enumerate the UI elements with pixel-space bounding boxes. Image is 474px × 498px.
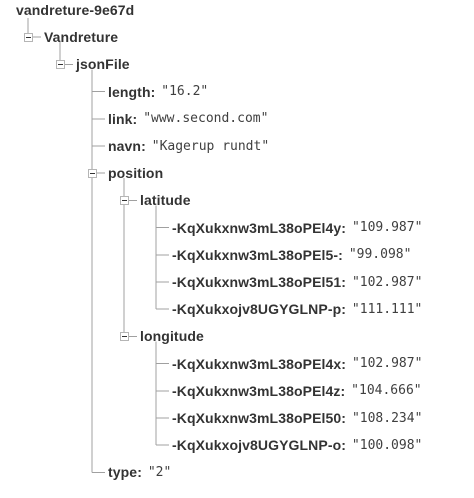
tree-node-kqxukxnw3ml38opel51[interactable]: -KqXukxnw3mL38oPEl51: "102.987" — [172, 271, 422, 293]
key-value-separator: : — [137, 464, 142, 481]
node-value: "109.987" — [351, 220, 423, 236]
key-value-separator: : — [341, 437, 346, 454]
collapse-position-minus-square-icon[interactable] — [87, 168, 97, 178]
collapse-jsonfile-minus-square-icon[interactable] — [55, 59, 65, 69]
tree-node-kqxukxnw3ml38opel4x[interactable]: -KqXukxnw3mL38oPEl4x: "102.987" — [172, 353, 422, 375]
tree-node-position[interactable]: position — [108, 162, 163, 184]
node-key: navn — [108, 138, 142, 154]
tree-node-length[interactable]: length: "16.2" — [108, 81, 208, 103]
node-key: -KqXukxnw3mL38oPEl4y — [172, 219, 342, 236]
root-name: vandreture-9e67d — [16, 2, 135, 18]
collapse-vandreture-minus-square-icon[interactable] — [23, 32, 33, 42]
tree-node-link[interactable]: link: "www.second.com" — [108, 108, 268, 130]
collapse-longitude-minus-square-icon[interactable] — [119, 331, 129, 341]
node-key: -KqXukxnw3mL38oPEl4x — [172, 355, 342, 372]
node-key: longitude — [140, 328, 204, 345]
node-value: "100.098" — [351, 437, 423, 453]
tree-node-kqxukxnw3ml38opel4y[interactable]: -KqXukxnw3mL38oPEl4y: "109.987" — [172, 217, 422, 239]
tree-node-jsonfile[interactable]: jsonFile — [76, 53, 130, 75]
key-value-separator: : — [150, 83, 156, 100]
node-value: "108.234" — [351, 410, 423, 426]
tree-node-kqxukxnw3ml38opel50[interactable]: -KqXukxnw3mL38oPEl50: "108.234" — [172, 407, 422, 429]
tree-node-longitude[interactable]: longitude — [140, 325, 204, 347]
node-key: -KqXukxnw3mL38oPEl51 — [172, 274, 342, 290]
node-key: -KqXukxojv8UGYGLNP-p — [172, 301, 342, 318]
key-value-separator: : — [341, 355, 346, 372]
tree-node-vandreture[interactable]: Vandreture — [44, 26, 118, 48]
key-value-separator: : — [341, 301, 346, 318]
tree-node-navn[interactable]: navn: "Kagerup rundt" — [108, 135, 269, 157]
tree-node-kqxukxojv8ugyglnp-p[interactable]: -KqXukxojv8UGYGLNP-p: "111.111" — [172, 298, 422, 320]
node-value: "2" — [147, 464, 172, 480]
tree-root[interactable]: vandreture-9e67d — [16, 0, 134, 21]
node-value: "104.666" — [351, 383, 422, 399]
node-value: "Kagerup rundt" — [151, 138, 270, 154]
node-key: position — [108, 165, 164, 182]
node-value: "102.987" — [351, 356, 423, 372]
key-value-separator: : — [341, 219, 346, 236]
tree-node-kqxukxnw3ml38opel5[interactable]: -KqXukxnw3mL38oPEl5-: "99.098" — [172, 244, 411, 266]
node-value: "102.987" — [351, 274, 423, 290]
key-value-separator: : — [141, 138, 146, 154]
node-key: latitude — [140, 192, 191, 209]
node-value: "111.111" — [351, 301, 423, 317]
tree-node-type[interactable]: type: "2" — [108, 461, 171, 483]
node-key: link — [108, 110, 133, 127]
node-value: "www.second.com" — [143, 111, 269, 127]
node-key: -KqXukxnw3mL38oPEl50 — [172, 410, 342, 426]
tree-node-kqxukxnw3ml38opel4z[interactable]: -KqXukxnw3mL38oPEl4z: "104.666" — [172, 380, 422, 402]
node-key: jsonFile — [76, 56, 130, 73]
tree-node-kqxukxojv8ugyglnp-o[interactable]: -KqXukxojv8UGYGLNP-o: "100.098" — [172, 434, 422, 456]
tree-node-latitude[interactable]: latitude — [140, 189, 191, 211]
node-key: Vandreture — [44, 29, 119, 46]
key-value-separator: : — [132, 110, 138, 127]
key-value-separator: : — [341, 274, 346, 290]
node-key: -KqXukxojv8UGYGLNP-o — [172, 437, 342, 454]
node-key: type — [108, 464, 138, 481]
node-key: length — [108, 83, 151, 100]
collapse-latitude-minus-square-icon[interactable] — [119, 195, 129, 205]
node-value: "16.2" — [161, 84, 209, 100]
node-key: -KqXukxnw3mL38oPEl4z — [172, 382, 341, 399]
node-value: "99.098" — [348, 247, 412, 263]
key-value-separator: : — [340, 382, 346, 399]
node-key: -KqXukxnw3mL38oPEl5- — [172, 246, 339, 263]
key-value-separator: : — [341, 410, 346, 426]
key-value-separator: : — [338, 246, 343, 263]
